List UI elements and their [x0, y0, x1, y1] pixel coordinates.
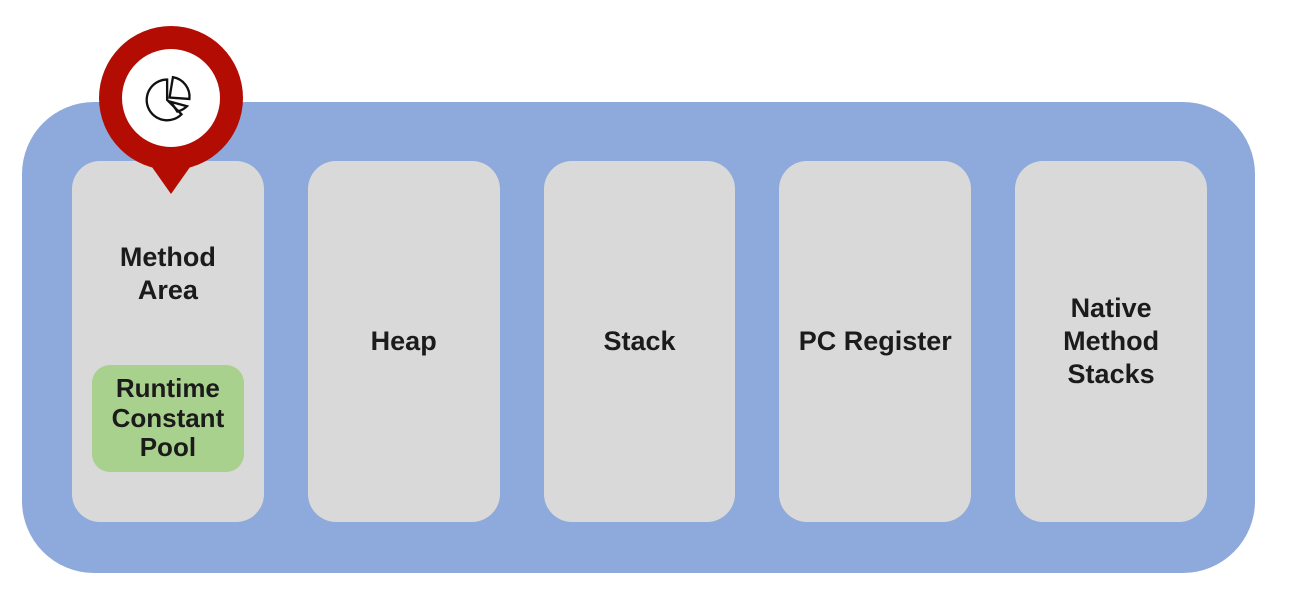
box-pc-register: PC Register: [779, 161, 972, 522]
heap-label: Heap: [370, 326, 437, 357]
box-method-area: Method Area Runtime Constant Pool: [72, 161, 264, 522]
method-area-label: Method Area: [119, 242, 216, 305]
box-native-method-stacks: Native Method Stacks: [1015, 161, 1207, 522]
box-runtime-constant-pool: Runtime Constant Pool: [92, 365, 244, 472]
pie-chart-icon: [145, 75, 191, 122]
pc-register-label: PC Register: [798, 326, 952, 357]
box-stack: Stack: [543, 161, 736, 522]
pin-circle: [99, 26, 243, 170]
native-method-stacks-label: Native Method Stacks: [1063, 293, 1160, 389]
runtime-constant-pool-label: Runtime Constant Pool: [111, 372, 225, 463]
pin-inner-circle: [122, 49, 220, 147]
jvm-runtime-data-area-container: Method Area Runtime Constant Pool Heap S…: [22, 102, 1255, 573]
stack-label: Stack: [603, 326, 676, 357]
box-heap: Heap: [307, 161, 500, 522]
method-area-label-wrap: Method Area: [72, 161, 264, 365]
location-pin-marker: [99, 26, 243, 194]
